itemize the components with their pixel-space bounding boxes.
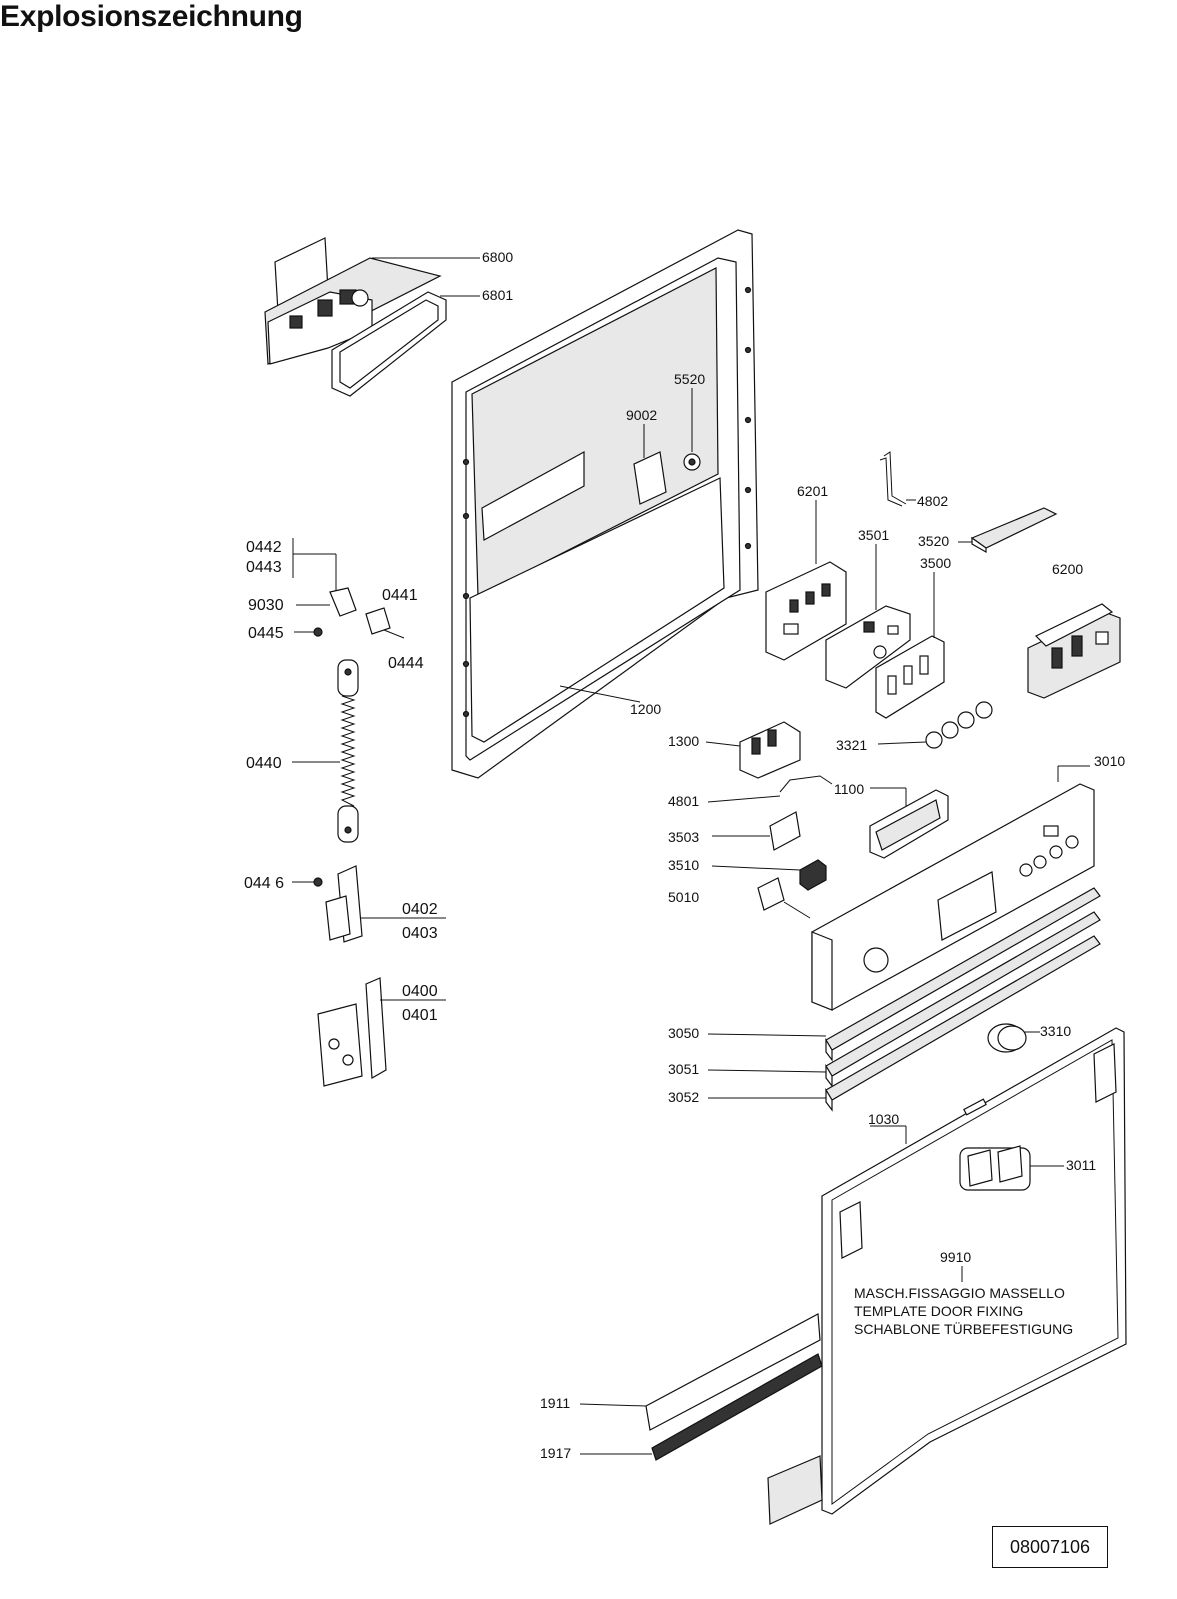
label-3051: 3051 xyxy=(668,1061,699,1077)
part-9002-bracket xyxy=(633,451,667,505)
page-title: Explosionszeichnung xyxy=(0,0,303,33)
part-1300-lock xyxy=(739,721,801,779)
part-3310-knob xyxy=(987,1023,1027,1053)
part-6801-gasket xyxy=(331,291,447,397)
label-4802: 4802 xyxy=(917,493,948,509)
part-3520-cover xyxy=(970,507,1058,554)
label-3500: 3500 xyxy=(920,555,951,571)
label-3510: 3510 xyxy=(668,857,699,873)
part-3052-rail xyxy=(825,935,1101,1112)
label-1200: 1200 xyxy=(630,701,661,717)
label-0401: 0401 xyxy=(402,1007,438,1024)
part-0442-hinge-lever xyxy=(329,587,357,617)
label-1917: 1917 xyxy=(540,1445,571,1461)
label-5520: 5520 xyxy=(674,371,705,387)
label-3520: 3520 xyxy=(918,533,949,549)
template-note-line2: TEMPLATE DOOR FIXING xyxy=(854,1303,1023,1319)
part-3011-clips xyxy=(959,1145,1031,1191)
part-6201-housing xyxy=(765,561,847,661)
label-1911: 1911 xyxy=(540,1395,570,1411)
part-6800-control-module xyxy=(264,237,442,365)
label-3503: 3503 xyxy=(668,829,699,845)
part-1200-inner-door xyxy=(451,229,759,779)
part-3503-plate xyxy=(769,811,801,851)
part-0446-nut xyxy=(313,877,323,887)
template-note-line1: MASCH.FISSAGGIO MASSELLO xyxy=(854,1285,1065,1301)
part-6200-module xyxy=(1027,603,1121,699)
document-number-box: 08007106 xyxy=(992,1526,1108,1568)
label-0446: 044 6 xyxy=(244,875,284,892)
part-4801-wire xyxy=(779,775,833,793)
label-3050: 3050 xyxy=(668,1025,699,1041)
label-3321: 3321 xyxy=(836,737,867,753)
part-5010-switch xyxy=(757,877,811,919)
part-0445-nut xyxy=(313,627,323,637)
label-0442: 0442 xyxy=(246,539,282,556)
leader-3321 xyxy=(877,741,927,745)
part-4802-clip xyxy=(879,451,907,507)
leader-3050 xyxy=(707,1033,827,1037)
label-0440: 0440 xyxy=(246,755,282,772)
part-3050-rail xyxy=(825,887,1101,1062)
label-3010: 3010 xyxy=(1094,753,1125,769)
label-9002: 9002 xyxy=(626,407,657,423)
label-3052: 3052 xyxy=(668,1089,699,1105)
label-0444: 0444 xyxy=(388,655,424,672)
label-5010: 5010 xyxy=(668,889,699,905)
label-6801: 6801 xyxy=(482,287,513,303)
part-0400-hinge xyxy=(317,977,387,1087)
part-foam-strip xyxy=(767,1455,823,1525)
label-0400: 0400 xyxy=(402,983,438,1000)
part-3321-knobs xyxy=(925,701,993,749)
label-9910: 9910 xyxy=(940,1249,971,1265)
label-3501: 3501 xyxy=(858,527,889,543)
label-3011: 3011 xyxy=(1066,1157,1096,1173)
part-0440-spring xyxy=(337,659,359,843)
label-0443: 0443 xyxy=(246,559,282,576)
label-0402: 0402 xyxy=(402,901,438,918)
part-3501-circuit-board xyxy=(825,605,911,689)
part-1100-handle xyxy=(869,789,949,859)
label-0403: 0403 xyxy=(402,925,438,942)
part-0402-hinge-arm xyxy=(325,865,363,943)
part-1911-strip xyxy=(645,1313,821,1431)
label-0445: 0445 xyxy=(248,625,284,642)
leader-1911 xyxy=(579,1403,647,1407)
label-1100: 1100 xyxy=(834,781,864,797)
label-1030: 1030 xyxy=(868,1111,899,1127)
label-6200: 6200 xyxy=(1052,561,1083,577)
leader-3051 xyxy=(707,1069,827,1073)
template-note-line3: SCHABLONE TÜRBEFESTIGUNG xyxy=(854,1320,1073,1337)
leader-4801 xyxy=(707,795,781,803)
part-3510-switch xyxy=(799,859,827,891)
label-4801: 4801 xyxy=(668,793,699,809)
part-1030-outer-door xyxy=(821,1027,1127,1515)
leader-3510 xyxy=(711,865,801,871)
leader-1300 xyxy=(705,741,741,747)
document-number: 08007106 xyxy=(1009,1536,1091,1557)
label-6201: 6201 xyxy=(797,483,828,499)
part-3500-switch-panel xyxy=(875,635,945,719)
label-1300: 1300 xyxy=(668,733,699,749)
label-0441: 0441 xyxy=(382,587,418,604)
label-3310: 3310 xyxy=(1040,1023,1071,1039)
part-0441-spring-clip xyxy=(365,607,405,639)
label-6800: 6800 xyxy=(482,249,513,265)
part-5520-cap xyxy=(683,453,701,471)
part-1917-seal xyxy=(651,1353,823,1461)
part-3010-control-panel xyxy=(811,783,1095,1011)
label-9030: 9030 xyxy=(248,597,284,614)
leader-1200 xyxy=(559,685,641,703)
